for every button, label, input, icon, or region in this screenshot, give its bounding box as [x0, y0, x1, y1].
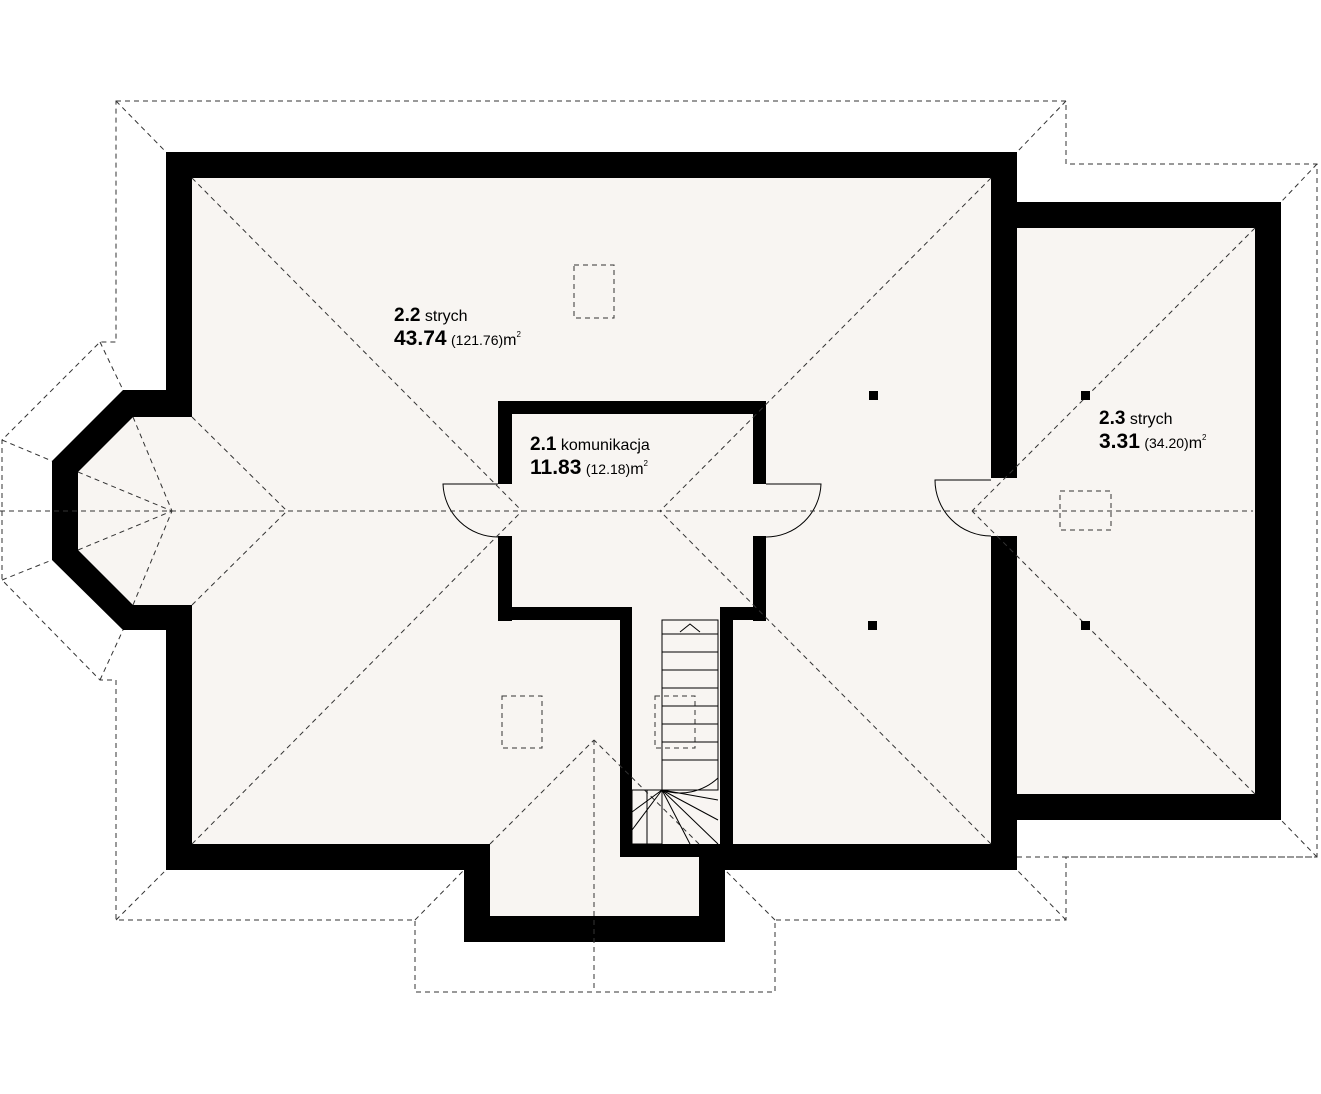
skylight-stair [654, 695, 696, 749]
room-name: komunikacja [560, 437, 650, 454]
room-gross-area: (121.76) [451, 331, 504, 348]
room-name: strych [424, 308, 468, 325]
room-number: 2.3 [1099, 408, 1126, 429]
room-area: 43.74 [394, 326, 447, 350]
area-exponent: 2 [1202, 432, 1207, 442]
skylights [501, 264, 1112, 749]
room-label-2-2: 2.2 strych 43.74 (121.76)m2 [394, 305, 521, 351]
post-2 [1081, 391, 1090, 400]
roof-ridge-lines [0, 177, 1256, 992]
floor [78, 178, 1255, 916]
room-name: strych [1129, 411, 1173, 428]
floor-room-2-2 [78, 178, 991, 844]
area-unit: m [503, 331, 517, 349]
door-openings [497, 478, 1018, 536]
floor-room-2-1 [512, 414, 753, 844]
skylight-bottom-left [501, 695, 543, 749]
post-4 [1081, 621, 1090, 630]
room-area: 3.31 [1099, 429, 1140, 453]
room-number: 2.2 [394, 305, 421, 326]
post-3 [868, 621, 877, 630]
room-gross-area: (34.20) [1144, 434, 1189, 451]
roof-outline [1, 100, 1318, 993]
room-label-2-1: 2.1 komunikacja 11.83 (12.18)m2 [530, 434, 650, 480]
door-swings [442, 479, 992, 538]
area-exponent: 2 [643, 458, 648, 468]
stair-hall-walls [498, 401, 766, 857]
room-label-2-3: 2.3 strych 3.31 (34.20)m2 [1099, 408, 1206, 454]
area-exponent: 2 [516, 329, 521, 339]
room-number: 2.1 [530, 434, 557, 455]
room-area: 11.83 [530, 455, 582, 479]
post-1 [869, 391, 878, 400]
stair-arrow-icon [679, 623, 701, 633]
skylight-top [573, 264, 615, 319]
area-unit: m [630, 460, 644, 478]
room-gross-area: (12.18) [585, 460, 631, 477]
staircase [631, 619, 719, 845]
posts [868, 391, 1090, 630]
area-unit: m [1188, 434, 1203, 452]
